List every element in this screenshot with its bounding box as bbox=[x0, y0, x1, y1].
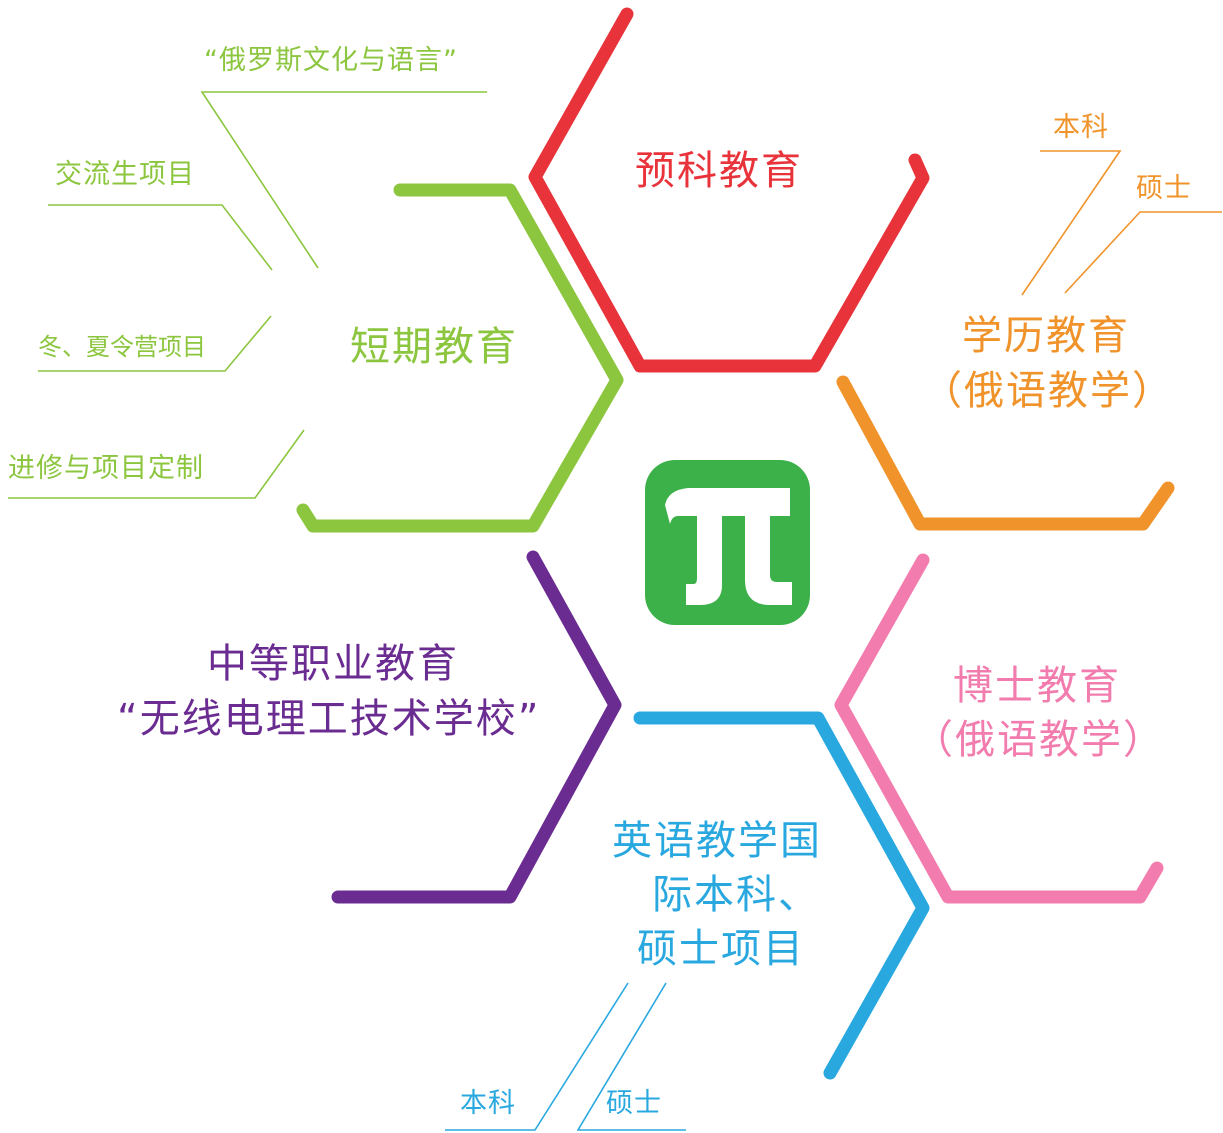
pi-logo-icon bbox=[645, 460, 810, 625]
degree-hex-line bbox=[836, 375, 1175, 531]
vocational-hex-line bbox=[331, 550, 622, 904]
english-sub-bachelor: 本科 bbox=[460, 1088, 516, 1119]
short-term-sub-exchange: 交流生项目 bbox=[55, 159, 195, 190]
english-connectors bbox=[445, 982, 686, 1131]
short-term-hex-line bbox=[296, 183, 624, 533]
foundation-title: 预科教育 bbox=[635, 148, 803, 194]
vocational-subtitle: “无线电理工技术学校” bbox=[117, 696, 541, 742]
degree-subtitle: （俄语教学） bbox=[922, 368, 1174, 414]
short-term-title: 短期教育 bbox=[350, 324, 518, 370]
degree-sub-bachelor: 本科 bbox=[1053, 112, 1109, 143]
phd-subtitle: （俄语教学） bbox=[913, 717, 1165, 763]
short-term-sub-camp: 冬、夏令营项目 bbox=[38, 333, 206, 361]
english-title-line1: 英语教学国 bbox=[612, 818, 822, 864]
degree-sub-master: 硕士 bbox=[1136, 173, 1192, 204]
phd-title: 博士教育 bbox=[953, 663, 1121, 709]
english-sub-master: 硕士 bbox=[606, 1088, 662, 1119]
english-title-line2: 际本科、 bbox=[652, 872, 820, 918]
degree-title: 学历教育 bbox=[962, 313, 1130, 359]
short-term-sub-custom: 进修与项目定制 bbox=[8, 453, 204, 484]
phd-hex-line bbox=[834, 553, 1164, 904]
english-title-line3: 硕士项目 bbox=[637, 926, 805, 972]
short-term-sub-russian-culture: “俄罗斯文化与语言” bbox=[204, 45, 458, 76]
short-term-connectors bbox=[8, 91, 487, 499]
vocational-title: 中等职业教育 bbox=[207, 641, 459, 687]
foundation-hex-line bbox=[528, 7, 930, 373]
english-hex-line bbox=[633, 711, 930, 1080]
degree-connectors bbox=[1021, 150, 1222, 296]
